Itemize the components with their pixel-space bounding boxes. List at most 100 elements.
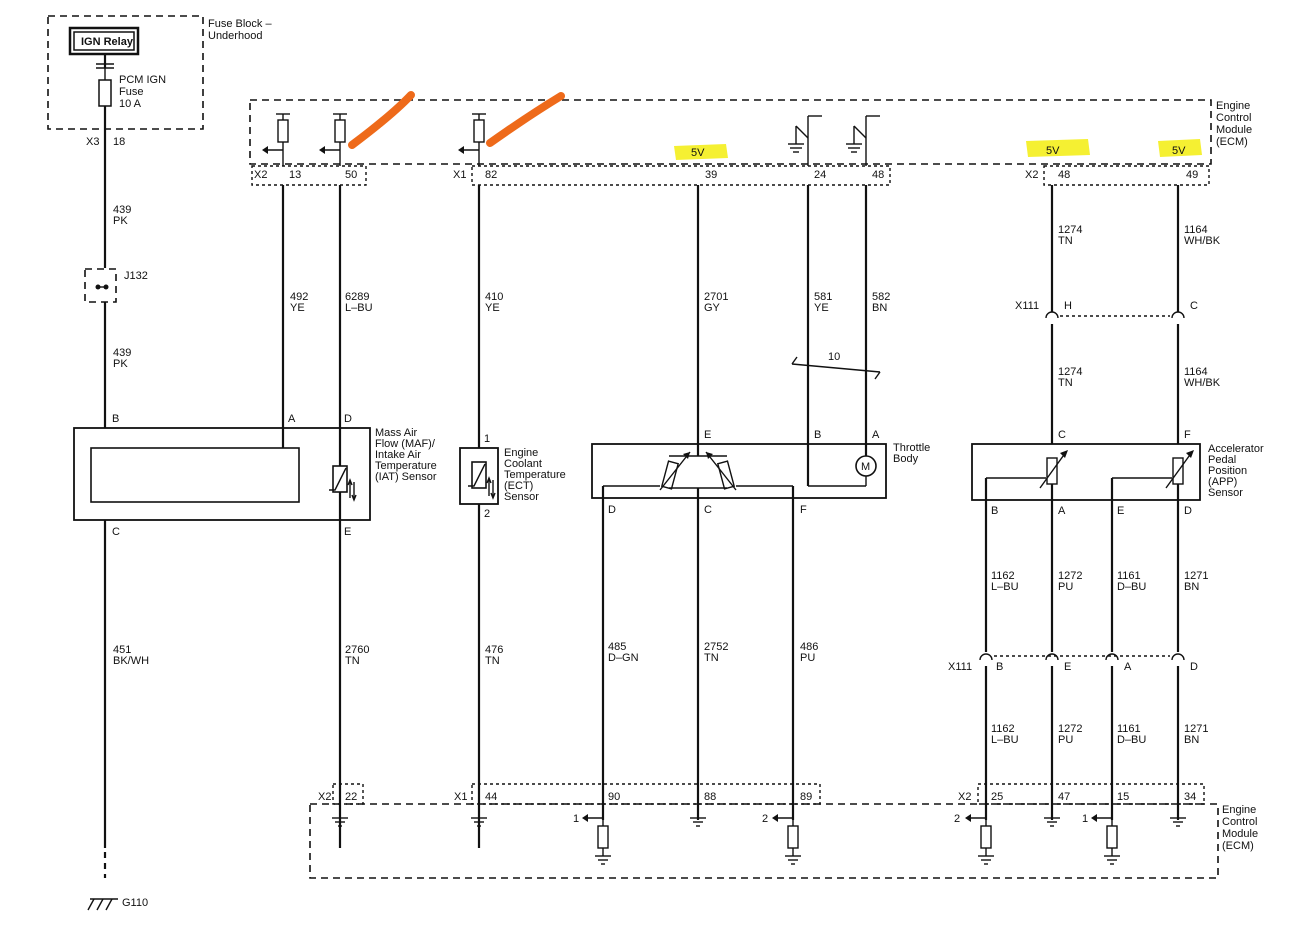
conn-x2-bottom-right: X2 <box>958 791 971 803</box>
motor-symbol: M <box>861 461 870 473</box>
pin-82: 82 <box>485 169 497 181</box>
motor-driver-48 <box>846 115 880 166</box>
ect-label-2: Coolant <box>504 458 542 470</box>
ect-label-4: (ECT) <box>504 480 533 492</box>
wire-451: 451 <box>113 644 131 656</box>
wire-1271-bottom: 1271 <box>1184 723 1208 735</box>
wire-1274-mid: 1274 <box>1058 366 1082 378</box>
maf-pin-c: C <box>112 526 120 538</box>
maf-label-3: Intake Air <box>375 449 421 461</box>
wire-582-color: BN <box>872 302 887 314</box>
app-label-3: Position <box>1208 465 1247 477</box>
tps-potentiometer-icon <box>659 451 737 491</box>
ecm-top: Engine Control Module (ECM) X2 13 50 X1 … <box>249 91 1252 186</box>
ref-2-app: 2 <box>954 813 960 825</box>
app-pin-b: B <box>991 505 998 517</box>
pulldown-resistor-90: 1 <box>573 813 611 865</box>
pin-15: 15 <box>1117 791 1129 803</box>
wire-581: 581 <box>814 291 832 303</box>
wire-1162-bottom: 1162 <box>991 723 1015 735</box>
wire-486: 486 <box>800 641 818 653</box>
pin-50: 50 <box>345 169 357 181</box>
ecm-label-bottom-4: (ECM) <box>1222 840 1254 852</box>
ect-pin-2: 2 <box>484 508 490 520</box>
wire-486-color: PU <box>800 652 815 664</box>
wire-1162-top: 1162 <box>991 570 1015 582</box>
ref-1: 1 <box>573 813 579 825</box>
maf-iat-sensor: B A D C E Mass Air Flow (MAF)/ Intake Ai… <box>73 185 437 848</box>
pin-34: 34 <box>1184 791 1196 803</box>
x111-top: X111 <box>1015 300 1039 312</box>
wire-6289: 6289 <box>345 291 369 303</box>
app-pin-e: E <box>1117 505 1124 517</box>
wire-1272-top-color: PU <box>1058 581 1073 593</box>
pin-49: 49 <box>1186 169 1198 181</box>
fuse-label-2: Fuse <box>119 86 143 98</box>
ecm-label-bottom-2: Control <box>1222 816 1257 828</box>
wire-1274-top-color: TN <box>1058 235 1073 247</box>
maf-label-4: Temperature <box>375 460 437 472</box>
wire-1161-bottom-color: D–BU <box>1117 734 1146 746</box>
pulldown-resistor-89: 2 <box>762 813 801 865</box>
ect-label-5: Sensor <box>504 491 539 503</box>
wire-1272-bottom: 1272 <box>1058 723 1082 735</box>
ect-label-3: Temperature <box>504 469 566 481</box>
wire-476: 476 <box>485 644 503 656</box>
fuse-rating: 10 A <box>119 98 142 110</box>
wire-1274-mid-color: TN <box>1058 377 1073 389</box>
pin-25: 25 <box>991 791 1003 803</box>
ect-label: Engine <box>504 447 538 459</box>
x111-pin-h: H <box>1064 300 1072 312</box>
pullup-resistor-50 <box>319 113 347 166</box>
wire-2760-color: TN <box>345 655 360 667</box>
wire-2760: 2760 <box>345 644 369 656</box>
wire-1162-bottom-color: L–BU <box>991 734 1019 746</box>
fuse-block-title: Fuse Block – <box>208 18 272 30</box>
ref-5v-app1: 5V <box>1046 145 1060 157</box>
pin-22: 22 <box>345 791 357 803</box>
wire-492: 492 <box>290 291 308 303</box>
wire-1164-top-color: WH/BK <box>1184 235 1221 247</box>
app-pin-a: A <box>1058 505 1066 517</box>
ground-icon <box>87 898 118 911</box>
wire-1162-top-color: L–BU <box>991 581 1019 593</box>
fuse-block: IGN Relay Fuse Block – Underhood PCM IGN… <box>47 15 272 148</box>
app-pin-c: C <box>1058 429 1066 441</box>
ecm-label-3: Module <box>1216 124 1252 136</box>
power-ground-circuit: 439 PK J132 439 PK 451 BK/WH G110 <box>84 106 149 911</box>
throttle-label: Throttle <box>893 442 930 454</box>
wire-2701: 2701 <box>704 291 728 303</box>
app-label: Accelerator <box>1208 443 1264 455</box>
wire-476-color: TN <box>485 655 500 667</box>
ground-icon <box>1170 804 1186 827</box>
ecm-label-bottom-3: Module <box>1222 828 1258 840</box>
wire-439-bottom: 439 <box>113 347 131 359</box>
app-label-5: Sensor <box>1208 487 1243 499</box>
wire-439-top: 439 <box>113 204 131 216</box>
maf-label-5: (IAT) Sensor <box>375 471 437 483</box>
pin-24: 24 <box>814 169 826 181</box>
wire-451-color: BK/WH <box>113 655 149 667</box>
annotation-mark-1 <box>348 91 415 149</box>
pin-90: 90 <box>608 791 620 803</box>
ecm-label-2: Control <box>1216 112 1251 124</box>
pin-47: 47 <box>1058 791 1070 803</box>
x111b-pin-b: B <box>996 661 1003 673</box>
wire-1272-top: 1272 <box>1058 570 1082 582</box>
fuse-label: PCM IGN <box>119 74 166 86</box>
conn-x2-top-right: X2 <box>1025 169 1038 181</box>
wire-1274-top: 1274 <box>1058 224 1082 236</box>
ground-icon <box>471 804 487 827</box>
ect-sensor: 1 2 Engine Coolant Temperature (ECT) Sen… <box>459 185 566 848</box>
wire-492-color: YE <box>290 302 305 314</box>
conn-x1-bottom: X1 <box>454 791 467 803</box>
ect-pin-1: 1 <box>484 433 490 445</box>
pin-48: 48 <box>872 169 884 181</box>
tb-pin-e: E <box>704 429 711 441</box>
x3-pin: 18 <box>113 136 125 148</box>
wire-1271-top-color: BN <box>1184 581 1199 593</box>
conn-x2-top: X2 <box>254 169 267 181</box>
ecm-label: Engine <box>1216 100 1250 112</box>
app-label-2: Pedal <box>1208 454 1236 466</box>
